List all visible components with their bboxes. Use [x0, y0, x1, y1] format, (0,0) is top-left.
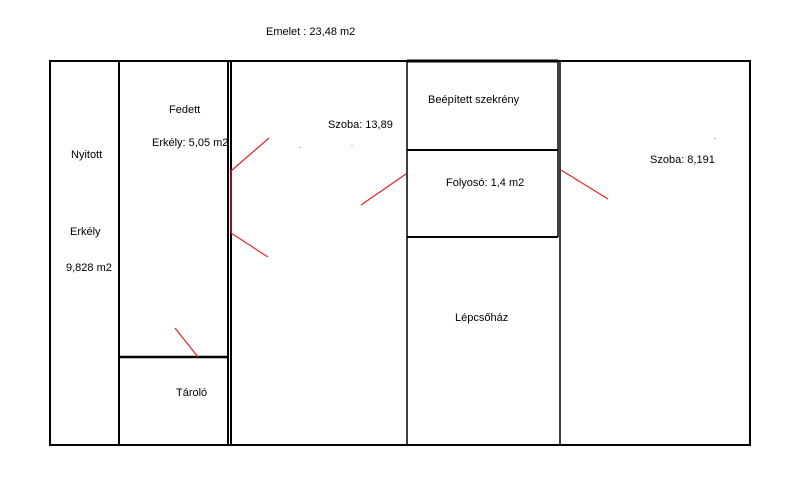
door-mark [174, 327, 199, 358]
room-right-label: Szoba: 8,191 [650, 154, 715, 166]
covered-balcony-label-1: Fedett [169, 104, 201, 116]
corridor-label: Folyosó: 1,4 m2 [446, 177, 525, 189]
door-mark [360, 173, 407, 206]
door-mark [230, 232, 269, 258]
staircase-label: Lépcsőház [455, 312, 509, 324]
walls [49, 59, 751, 446]
stray-dot [714, 138, 716, 139]
open-balcony-label-2: Erkély [70, 226, 101, 238]
door-mark [560, 169, 609, 200]
open-balcony-label-1: Nyitott [71, 149, 103, 161]
storage-label: Tároló [176, 387, 208, 399]
stray-dot [351, 145, 353, 146]
covered-balcony-label-2: Erkély: 5,05 m2 [152, 137, 229, 149]
wardrobe-label: Beépített szekrény [428, 94, 520, 106]
open-balcony-area: 9,828 m2 [66, 262, 112, 274]
stray-dot [299, 147, 301, 148]
door-mark [230, 137, 270, 172]
outer-wall [49, 60, 751, 446]
stray-marks [299, 138, 716, 148]
room-left-label: Szoba: 13,89 [328, 119, 393, 131]
floor-title: Emelet : 23,48 m2 [266, 26, 356, 38]
door-marks [174, 137, 609, 358]
